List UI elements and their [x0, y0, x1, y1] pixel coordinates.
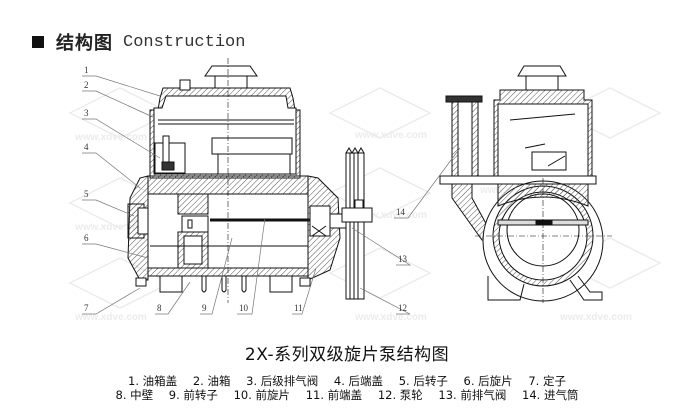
- diagram-title: 2X-系列双级旋片泵结构图: [244, 345, 450, 365]
- legend-item: 2. 油箱: [192, 374, 231, 388]
- watermark-text: www.xdve.com: [74, 312, 147, 323]
- legend-item: 13. 前排气阀: [438, 388, 507, 402]
- callout-13: 13: [398, 254, 408, 264]
- legend-item: 8. 中壁: [115, 388, 154, 402]
- callout-8: 8: [157, 303, 162, 313]
- watermark-text: www.xdve.com: [354, 312, 427, 323]
- end-view: [439, 65, 612, 303]
- parts-legend: 1. 油箱盖 2. 油箱 3. 后级排气阀 4. 后端盖 5. 后转子 6. 后…: [0, 374, 694, 402]
- section-header: 结构图 Construction: [32, 31, 246, 54]
- section-title-en: Construction: [123, 32, 246, 52]
- callout-2: 2: [84, 80, 89, 90]
- legend-item: 1. 油箱盖: [128, 374, 178, 388]
- callout-labels: 1 2 3 4 5 6 7 8 9 10 11 12 13 14: [84, 65, 408, 313]
- legend-item: 7. 定子: [528, 374, 566, 388]
- pump-construction-drawing: www.xdve.com www.xdve.com www.xdve.com w…: [68, 58, 662, 323]
- legend-item: 10. 前旋片: [233, 388, 291, 402]
- legend-item: 4. 后端盖: [333, 374, 384, 388]
- callout-11: 11: [294, 303, 303, 313]
- callouts: [82, 75, 461, 315]
- legend-item: 5. 后转子: [398, 374, 448, 388]
- callout-3: 3: [84, 108, 89, 118]
- legend-item: 12. 泵轮: [377, 388, 423, 402]
- callout-1: 1: [84, 65, 89, 75]
- legend-item: 14. 进气筒: [522, 388, 579, 402]
- callout-5: 5: [84, 189, 89, 199]
- callout-9: 9: [202, 303, 207, 313]
- watermark-text: www.xdve.com: [559, 312, 632, 323]
- callout-4: 4: [84, 142, 89, 152]
- watermark-text: www.xdve.com: [74, 132, 147, 143]
- callout-14: 14: [396, 207, 406, 217]
- watermark-text: www.xdve.com: [354, 210, 427, 221]
- square-bullet-icon: [32, 36, 44, 48]
- side-view: [127, 58, 373, 303]
- legend-row-1: 1. 油箱盖 2. 油箱 3. 后级排气阀 4. 后端盖 5. 后转子 6. 后…: [0, 374, 694, 388]
- legend-item: 6. 后旋片: [463, 374, 513, 388]
- watermark-text: www.xdve.com: [74, 222, 147, 233]
- callout-12: 12: [398, 303, 407, 313]
- legend-item: 11. 前端盖: [305, 388, 363, 402]
- legend-item: 3. 后级排气阀: [246, 374, 319, 388]
- legend-item: 9. 前转子: [168, 388, 218, 402]
- callout-6: 6: [84, 233, 89, 243]
- callout-7: 7: [84, 303, 89, 313]
- legend-row-2: 8. 中壁 9. 前转子 10. 前旋片 11. 前端盖 12. 泵轮 13. …: [0, 388, 694, 402]
- watermark-text: www.xdve.com: [354, 130, 427, 141]
- callout-10: 10: [239, 303, 249, 313]
- section-title-cn: 结构图: [56, 33, 113, 54]
